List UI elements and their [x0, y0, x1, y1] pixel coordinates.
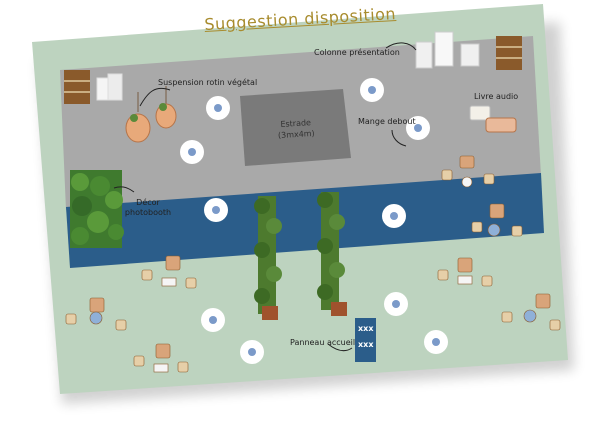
label-decor-line1: Décor: [136, 198, 160, 207]
tall-plant-icon-right: [317, 192, 347, 316]
label-decor-line2: photobooth: [124, 208, 172, 217]
shelf-icon-left: [64, 70, 90, 104]
label-suspension: Suspension rotin végétal: [158, 78, 258, 87]
standing-table-icon: [360, 78, 384, 102]
lounge-seating-group: [471, 203, 523, 237]
tall-plant-icon-left: [254, 196, 282, 320]
standing-table-icon: [406, 116, 430, 140]
standing-table-icon: [424, 330, 448, 354]
present-boxes-icon: [96, 73, 123, 101]
label-colonne: Colonne présentation: [314, 48, 400, 57]
standing-table-icon: [240, 340, 264, 364]
lounge-seating-group: [437, 257, 493, 287]
audio-guestbook-icon: [469, 105, 517, 133]
standing-table-icon: [204, 198, 228, 222]
carpet-area: [66, 173, 544, 268]
standing-table-icon: [201, 308, 225, 332]
standing-table-icon: [180, 140, 204, 164]
column-icon: [415, 31, 480, 69]
welcome-sign-board: [355, 318, 376, 362]
lounge-seating-group: [501, 293, 561, 331]
lounge-seating-group: [133, 343, 189, 373]
label-livre: Livre audio: [474, 92, 519, 101]
standing-table-icon: [382, 204, 406, 228]
lounge-seating-group: [141, 255, 197, 289]
label-decor: Décor photobooth: [125, 198, 171, 218]
sign-text-line2: xxx: [358, 340, 374, 349]
label-panneau: Panneau accueil: [290, 338, 356, 347]
photobooth-greenery-wall: [70, 170, 124, 248]
stage-platform: [240, 89, 351, 166]
standing-table-icon: [384, 292, 408, 316]
annotation-arrows: [113, 42, 417, 352]
shelf-icon-right: [496, 36, 522, 70]
stage-label: Estrade (3mx4m): [255, 116, 336, 143]
rattan-hanging-planter-icon: [125, 86, 177, 143]
label-mange: Mange debout: [358, 117, 416, 126]
standing-table-icon: [206, 96, 230, 120]
sign-text-line1: xxx: [358, 324, 374, 333]
lounge-seating-group: [441, 155, 495, 188]
lounge-seating-group: [65, 297, 127, 331]
